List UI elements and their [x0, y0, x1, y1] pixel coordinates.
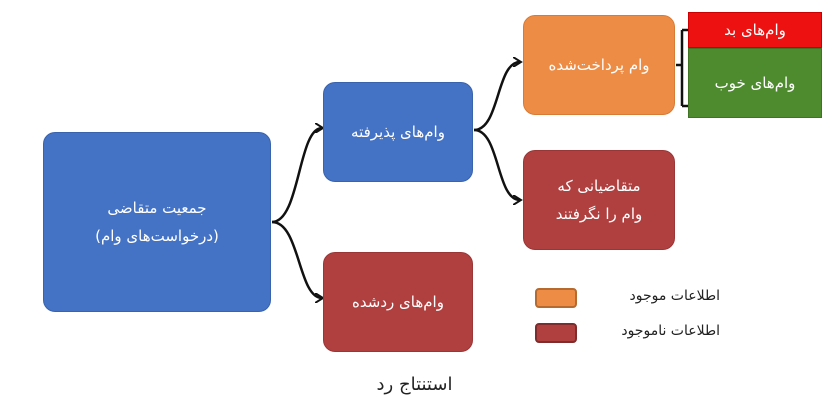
paid-loan-label: وام پرداخت‌شده: [548, 55, 650, 74]
rejected-loans-label: وام‌های ردشده: [352, 292, 444, 311]
arrow-accepted-to-paid: [473, 62, 520, 132]
applicants-line1: جمعیت متقاضی: [107, 198, 207, 217]
good-loans-label: وام‌های خوب: [714, 73, 796, 92]
arrow-applicants-to-rejected: [271, 220, 322, 298]
bad-loans-label: وام‌های بد: [724, 20, 786, 39]
applicants-line2: (درخواست‌های وام): [95, 227, 219, 245]
not-taken-line2: وام را نگرفتند: [555, 205, 643, 223]
arrow-applicants-to-accepted: [271, 128, 322, 224]
arrow-accepted-to-not-taken: [473, 128, 520, 200]
caption: استنتاج رد: [376, 374, 453, 395]
legend-label-unavailable: اطلاعات ناموجود: [621, 323, 720, 339]
not-taken-line1: متقاضیانی که: [557, 176, 641, 195]
good-loans-node: وام‌های خوب: [688, 48, 822, 118]
paid-loan-node: وام پرداخت‌شده: [523, 15, 675, 115]
not-taken-node: متقاضیانی که وام را نگرفتند: [523, 150, 675, 250]
legend-label-available: اطلاعات موجود: [629, 288, 721, 304]
accepted-loans-node: وام‌های پذیرفته: [323, 82, 473, 182]
legend-swatch-available: [535, 288, 577, 308]
legend-swatch-unavailable: [535, 323, 577, 343]
rejected-loans-node: وام‌های ردشده: [323, 252, 473, 352]
bad-loans-node: وام‌های بد: [688, 12, 822, 48]
accepted-loans-label: وام‌های پذیرفته: [351, 122, 445, 141]
applicants-node: جمعیت متقاضی (درخواست‌های وام): [43, 132, 271, 312]
bracket-paid-to-outcomes: [676, 28, 690, 108]
